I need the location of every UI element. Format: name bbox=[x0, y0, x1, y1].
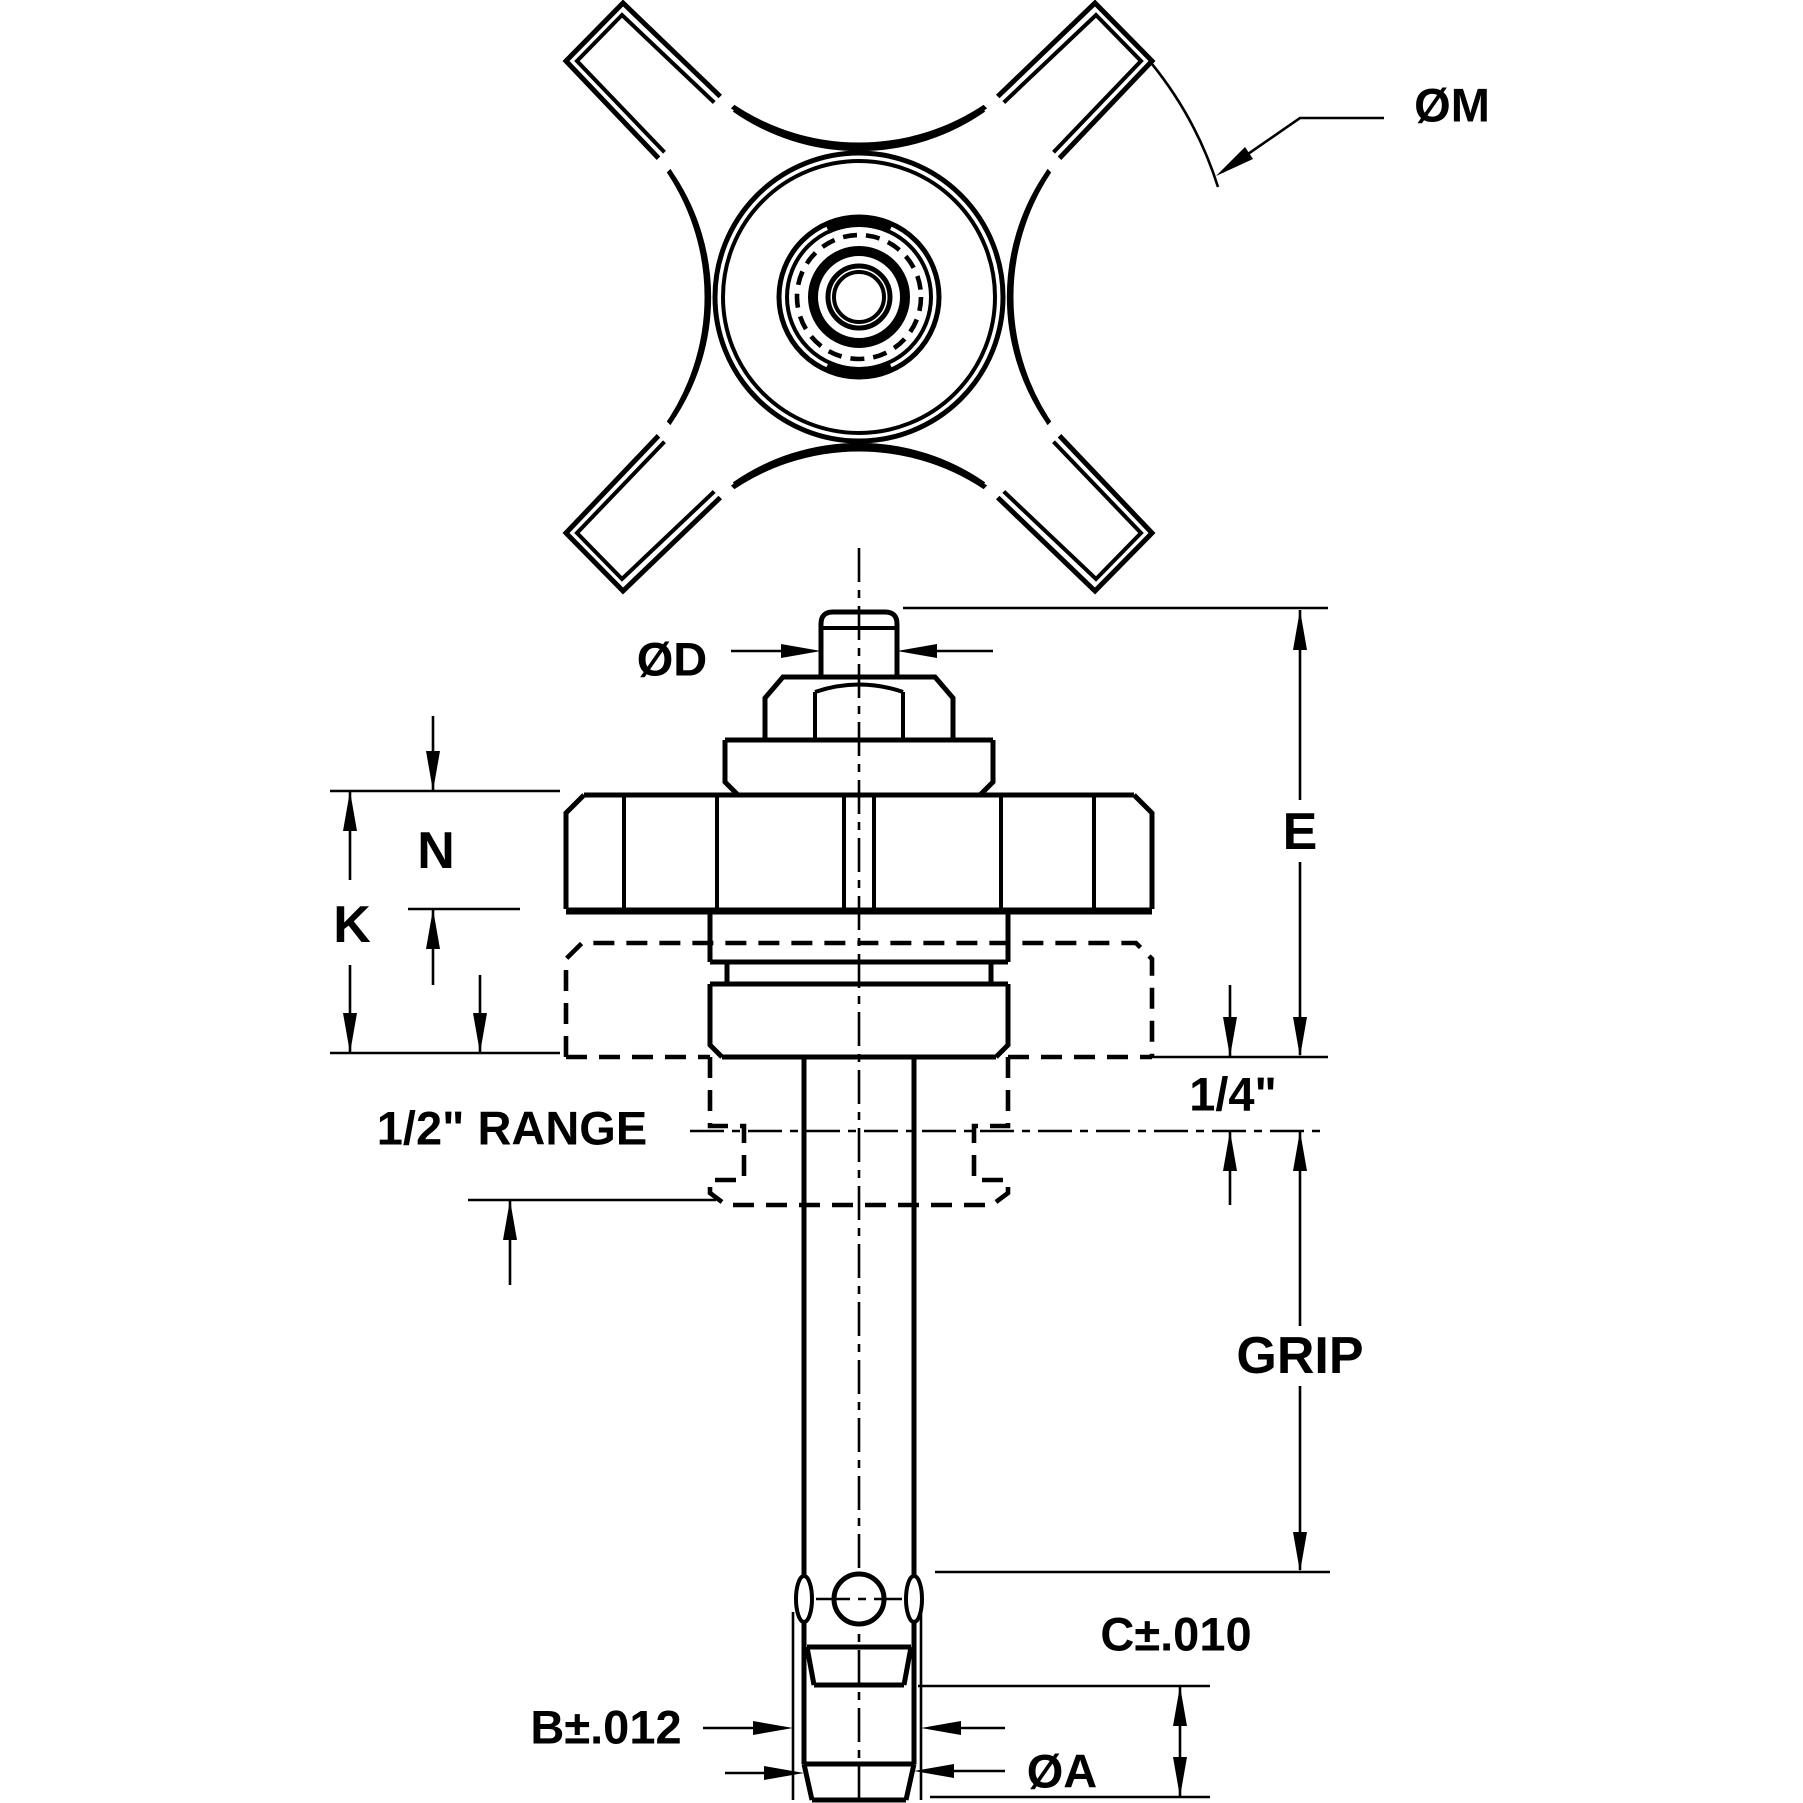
hub-outer-circle bbox=[712, 150, 1006, 444]
detent-ball-right bbox=[904, 1574, 924, 1624]
diameter-m-leader bbox=[1221, 116, 1384, 174]
handle-web-right-inner bbox=[1006, 176, 1046, 418]
e-arrow-up-icon bbox=[1293, 610, 1307, 650]
d-arrow-left-icon bbox=[897, 644, 937, 658]
handle-web-top bbox=[724, 99, 994, 148]
handle-web-right bbox=[1008, 162, 1057, 432]
label-e: E bbox=[1283, 803, 1318, 861]
grip-arrow-up-icon bbox=[1293, 1131, 1307, 1171]
center-hole-top-view bbox=[832, 270, 886, 324]
handle-arm-lower-right bbox=[990, 428, 1156, 595]
b-arrow-left-icon bbox=[921, 1721, 961, 1735]
nut-corner-arc-bottom bbox=[824, 360, 894, 380]
flange-knurl-facets bbox=[622, 795, 1096, 908]
label-diameter-m: ØM bbox=[1414, 79, 1490, 132]
quarter-arrow-up-icon bbox=[1223, 1131, 1237, 1171]
label-diameter-a: ØA bbox=[1027, 1745, 1098, 1798]
label-diameter-d: ØD bbox=[637, 633, 708, 686]
stack-tier1 bbox=[707, 912, 1011, 965]
handle-web-left-inner bbox=[672, 176, 712, 418]
diameter-m-arrowhead-icon bbox=[1216, 147, 1253, 176]
k-arrow-down-icon bbox=[343, 1013, 357, 1053]
hex-nut-facets bbox=[813, 692, 905, 740]
a-leader-lines bbox=[725, 1769, 1005, 1775]
handle-arm-upper-right-inner bbox=[996, 12, 1144, 160]
range-arrow-up-icon bbox=[503, 1200, 517, 1240]
label-b-tolerance: B±.012 bbox=[530, 1701, 681, 1754]
stack-tier2 bbox=[710, 962, 1008, 987]
label-k: K bbox=[333, 896, 371, 954]
quarter-arrow-down-icon bbox=[1223, 1017, 1237, 1057]
hub-inner-circle bbox=[721, 159, 997, 435]
label-c-tolerance: C±.010 bbox=[1100, 1608, 1251, 1661]
hex-nut-crown bbox=[814, 682, 904, 694]
flange-hidden-position bbox=[563, 940, 1155, 1057]
n-arrow-down-icon bbox=[426, 751, 440, 791]
handle-web-left bbox=[661, 162, 710, 432]
handle-arm-lower-left bbox=[562, 428, 728, 595]
nut-corner-arc-top bbox=[824, 214, 894, 234]
flange-outline bbox=[563, 792, 1155, 909]
range-arrow-down-icon bbox=[473, 1013, 487, 1053]
tip-chamfer bbox=[801, 1761, 917, 1803]
ball-extension-lines bbox=[791, 1612, 923, 1800]
body-hidden-position bbox=[707, 1057, 1011, 1208]
top-view-cross-handle: ØM bbox=[562, 0, 1490, 595]
grip-arrow-down-icon bbox=[1293, 1532, 1307, 1572]
detent-ball-left bbox=[794, 1574, 814, 1624]
label-half-range: 1/2" RANGE bbox=[377, 1102, 647, 1155]
k-arrow-up-icon bbox=[343, 791, 357, 831]
handle-arm-lower-right-inner bbox=[996, 434, 1144, 582]
washer-circle-outer bbox=[776, 214, 942, 380]
shaft-sides-upper bbox=[801, 1057, 917, 1577]
handle-arm-lower-left-inner bbox=[574, 434, 722, 582]
crimp-groove bbox=[804, 1644, 914, 1688]
handle-arm-upper-right bbox=[990, 0, 1156, 166]
shaft-sides-lower bbox=[801, 1621, 917, 1764]
label-grip: GRIP bbox=[1236, 1327, 1363, 1385]
stud-ring bbox=[825, 263, 893, 331]
handle-arm-upper-left bbox=[562, 0, 728, 166]
hidden-nut-circle bbox=[794, 232, 924, 362]
a-arrow-right-icon bbox=[764, 1766, 804, 1780]
stud-outline bbox=[818, 609, 900, 677]
diameter-m-arc bbox=[1150, 63, 1220, 188]
label-quarter-inch: 1/4" bbox=[1189, 1068, 1277, 1121]
handle-arm-upper-left-inner bbox=[574, 12, 722, 160]
stack-tier3 bbox=[707, 984, 1011, 1060]
d-arrow-right-icon bbox=[781, 644, 821, 658]
handle-web-top-inner bbox=[732, 108, 986, 152]
n-arrow-up-icon bbox=[426, 909, 440, 949]
front-view-pin-assembly: E 1/4" GRIP C±.010 ØD K N bbox=[330, 548, 1364, 1803]
stud-ring-thick bbox=[808, 246, 910, 348]
e-arrow-down-icon bbox=[1293, 1017, 1307, 1057]
seam-break-marks bbox=[648, 86, 1070, 508]
b-arrow-right-icon bbox=[753, 1721, 793, 1735]
upper-washer bbox=[722, 737, 996, 797]
a-arrow-left-icon bbox=[914, 1764, 954, 1778]
c-arrow-up-icon bbox=[1173, 1686, 1187, 1726]
hex-nut-outline bbox=[762, 674, 956, 740]
label-n: N bbox=[417, 822, 455, 880]
c-arrow-down-icon bbox=[1173, 1757, 1187, 1797]
handle-web-bottom bbox=[724, 446, 994, 495]
handle-web-bottom-inner bbox=[732, 442, 986, 486]
